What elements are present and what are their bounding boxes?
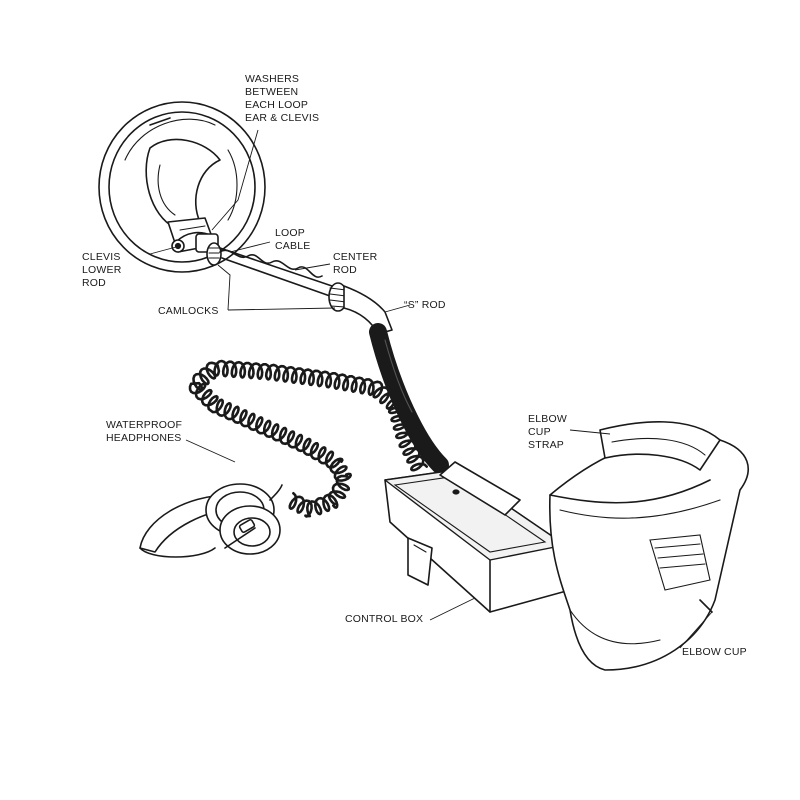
label-loop-cable-line-2: CABLE (275, 240, 310, 252)
label-elbow-cup-strap: ELBOW CUP STRAP (528, 413, 567, 451)
label-center-rod-line-1: CENTER (333, 251, 378, 263)
label-clevis: CLEVIS LOWER ROD (82, 251, 122, 289)
label-headphones-line-2: HEADPHONES (106, 432, 182, 444)
lower-rod (171, 231, 333, 297)
label-elbow-cup: ELBOW CUP (682, 646, 747, 658)
elbow-cup (548, 421, 749, 671)
label-clevis-line-1: CLEVIS (82, 251, 121, 263)
label-loop-cable-line-1: LOOP (275, 227, 305, 239)
label-headphones-line-1: WATERPROOF (106, 419, 182, 431)
label-camlocks: CAMLOCKS (158, 305, 219, 317)
search-coil (98, 101, 266, 273)
label-washers: WASHERS BETWEEN EACH LOOP EAR & CLEVIS (245, 73, 319, 124)
label-center-rod: CENTER ROD (333, 251, 378, 276)
label-elbow-cup-strap-line-1: ELBOW (528, 413, 567, 425)
label-washers-line-4: EAR & CLEVIS (245, 112, 319, 124)
label-washers-line-1: WASHERS (245, 73, 299, 85)
label-clevis-line-3: ROD (82, 277, 106, 289)
label-elbow-cup-strap-line-3: STRAP (528, 439, 564, 451)
label-clevis-line-2: LOWER (82, 264, 122, 276)
label-loop-cable: LOOP CABLE (275, 227, 310, 252)
label-center-rod-line-2: ROD (333, 264, 357, 276)
label-control-box: CONTROL BOX (345, 613, 423, 625)
label-headphones: WATERPROOF HEADPHONES (106, 419, 182, 444)
headphones (139, 483, 283, 558)
label-s-rod: “S” ROD (404, 299, 446, 311)
label-washers-line-2: BETWEEN (245, 86, 298, 98)
label-elbow-cup-strap-line-2: CUP (528, 426, 551, 438)
label-washers-line-3: EACH LOOP (245, 99, 308, 111)
leader-lines (149, 129, 713, 649)
control-box (384, 461, 571, 613)
coiled-cable (188, 359, 428, 518)
